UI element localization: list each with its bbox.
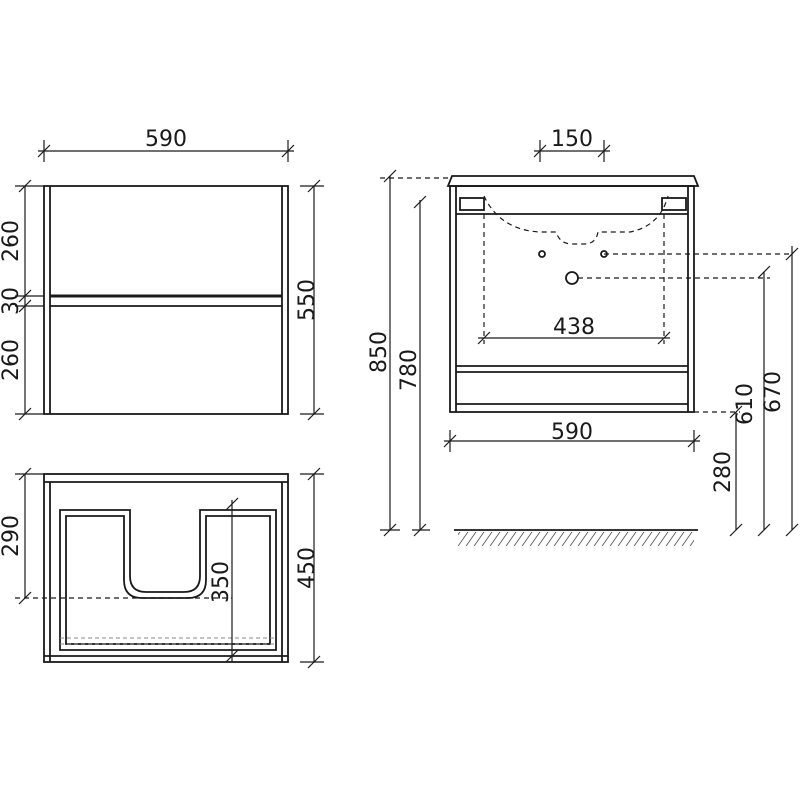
top-inner-label: 350 bbox=[209, 561, 234, 603]
floor-hatch bbox=[458, 532, 694, 546]
top-depth-label: 450 bbox=[295, 547, 320, 589]
top-cutout-label: 290 bbox=[0, 515, 24, 557]
drain-height-label: 670 bbox=[761, 371, 786, 413]
front-drawer-top-label: 260 bbox=[0, 220, 24, 262]
front-width-label: 590 bbox=[145, 127, 187, 152]
bottom-edge-label: 610 bbox=[733, 383, 758, 425]
top-view: 290 350 450 bbox=[0, 468, 324, 668]
front-gap-label: 30 bbox=[0, 287, 24, 315]
front-drawer-bottom-label: 260 bbox=[0, 339, 24, 381]
section-view: 150 438 590 bbox=[367, 127, 798, 546]
front-height-label: 550 bbox=[295, 279, 320, 321]
tap-offset-label: 150 bbox=[551, 127, 593, 152]
floor-clearance-label: 280 bbox=[711, 451, 736, 493]
inner-width-label: 438 bbox=[553, 315, 595, 340]
front-view: 590 260 30 260 550 bbox=[0, 127, 324, 420]
base-width-label: 590 bbox=[551, 420, 593, 445]
total-height-label: 850 bbox=[367, 331, 392, 373]
cabinet-height-label: 780 bbox=[397, 349, 422, 391]
